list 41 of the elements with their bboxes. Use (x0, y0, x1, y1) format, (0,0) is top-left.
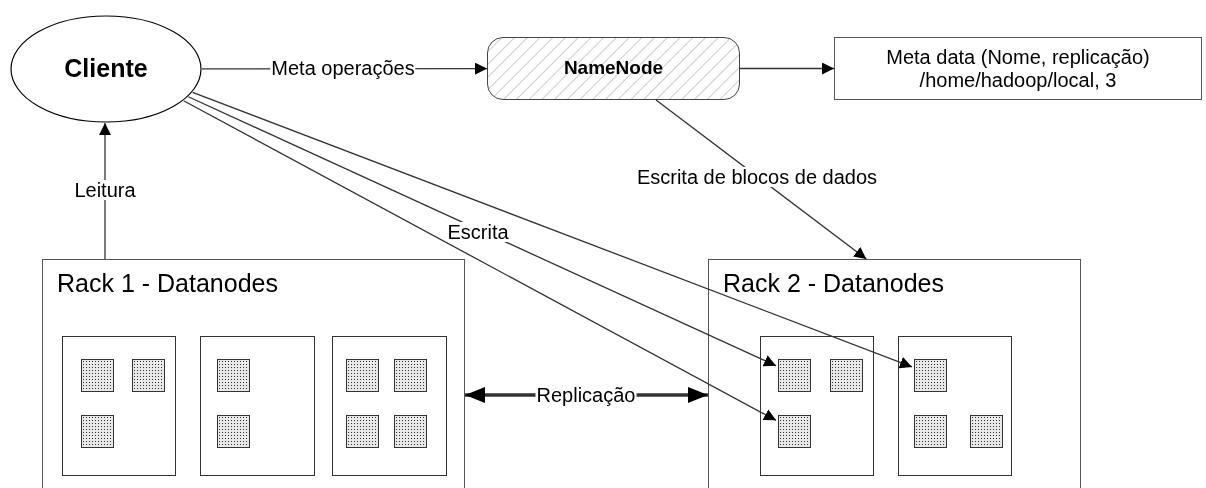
rack-box (42, 259, 465, 488)
data-block (914, 415, 947, 448)
node-label: NameNode (563, 56, 664, 81)
arrow (191, 91, 913, 369)
node-label: Cliente (64, 53, 148, 85)
arrow (182, 100, 777, 421)
data-block (217, 415, 250, 448)
edge-label: Escrita de blocos de dados (635, 167, 879, 187)
data-block (778, 359, 811, 392)
edge-label: Meta operações (270, 58, 416, 78)
datanode-box (62, 336, 176, 476)
data-block (914, 359, 947, 392)
arrow (739, 62, 835, 75)
data-block (346, 415, 379, 448)
namenode-box (487, 37, 740, 100)
datanode-box (898, 336, 1012, 476)
data-block (81, 415, 114, 448)
rack-title: Rack 2 - Datanodes (723, 268, 944, 299)
datanode-box (332, 336, 447, 476)
rack-title: Rack 1 - Datanodes (57, 268, 278, 299)
datanode-box (200, 336, 315, 476)
arrow (187, 96, 777, 367)
data-block (217, 359, 250, 392)
edge-label: Leitura (73, 180, 137, 200)
edge-label: Replicação (535, 385, 637, 405)
edge-label: Escrita (446, 222, 510, 242)
data-block (394, 415, 427, 448)
data-block (346, 359, 379, 392)
arrow (99, 122, 111, 260)
data-block (830, 359, 863, 392)
data-block (132, 359, 165, 392)
data-block (394, 359, 427, 392)
data-block (778, 415, 811, 448)
rack-box (708, 259, 1081, 488)
arrow (655, 99, 867, 260)
data-block (970, 415, 1003, 448)
data-block (81, 359, 114, 392)
metadata-box (834, 37, 1202, 100)
node-label: Meta data (Nome, replicação) /home/hadoop/local, 3 (885, 45, 1151, 92)
client-ellipse (10, 15, 202, 123)
datanode-box (760, 336, 874, 476)
